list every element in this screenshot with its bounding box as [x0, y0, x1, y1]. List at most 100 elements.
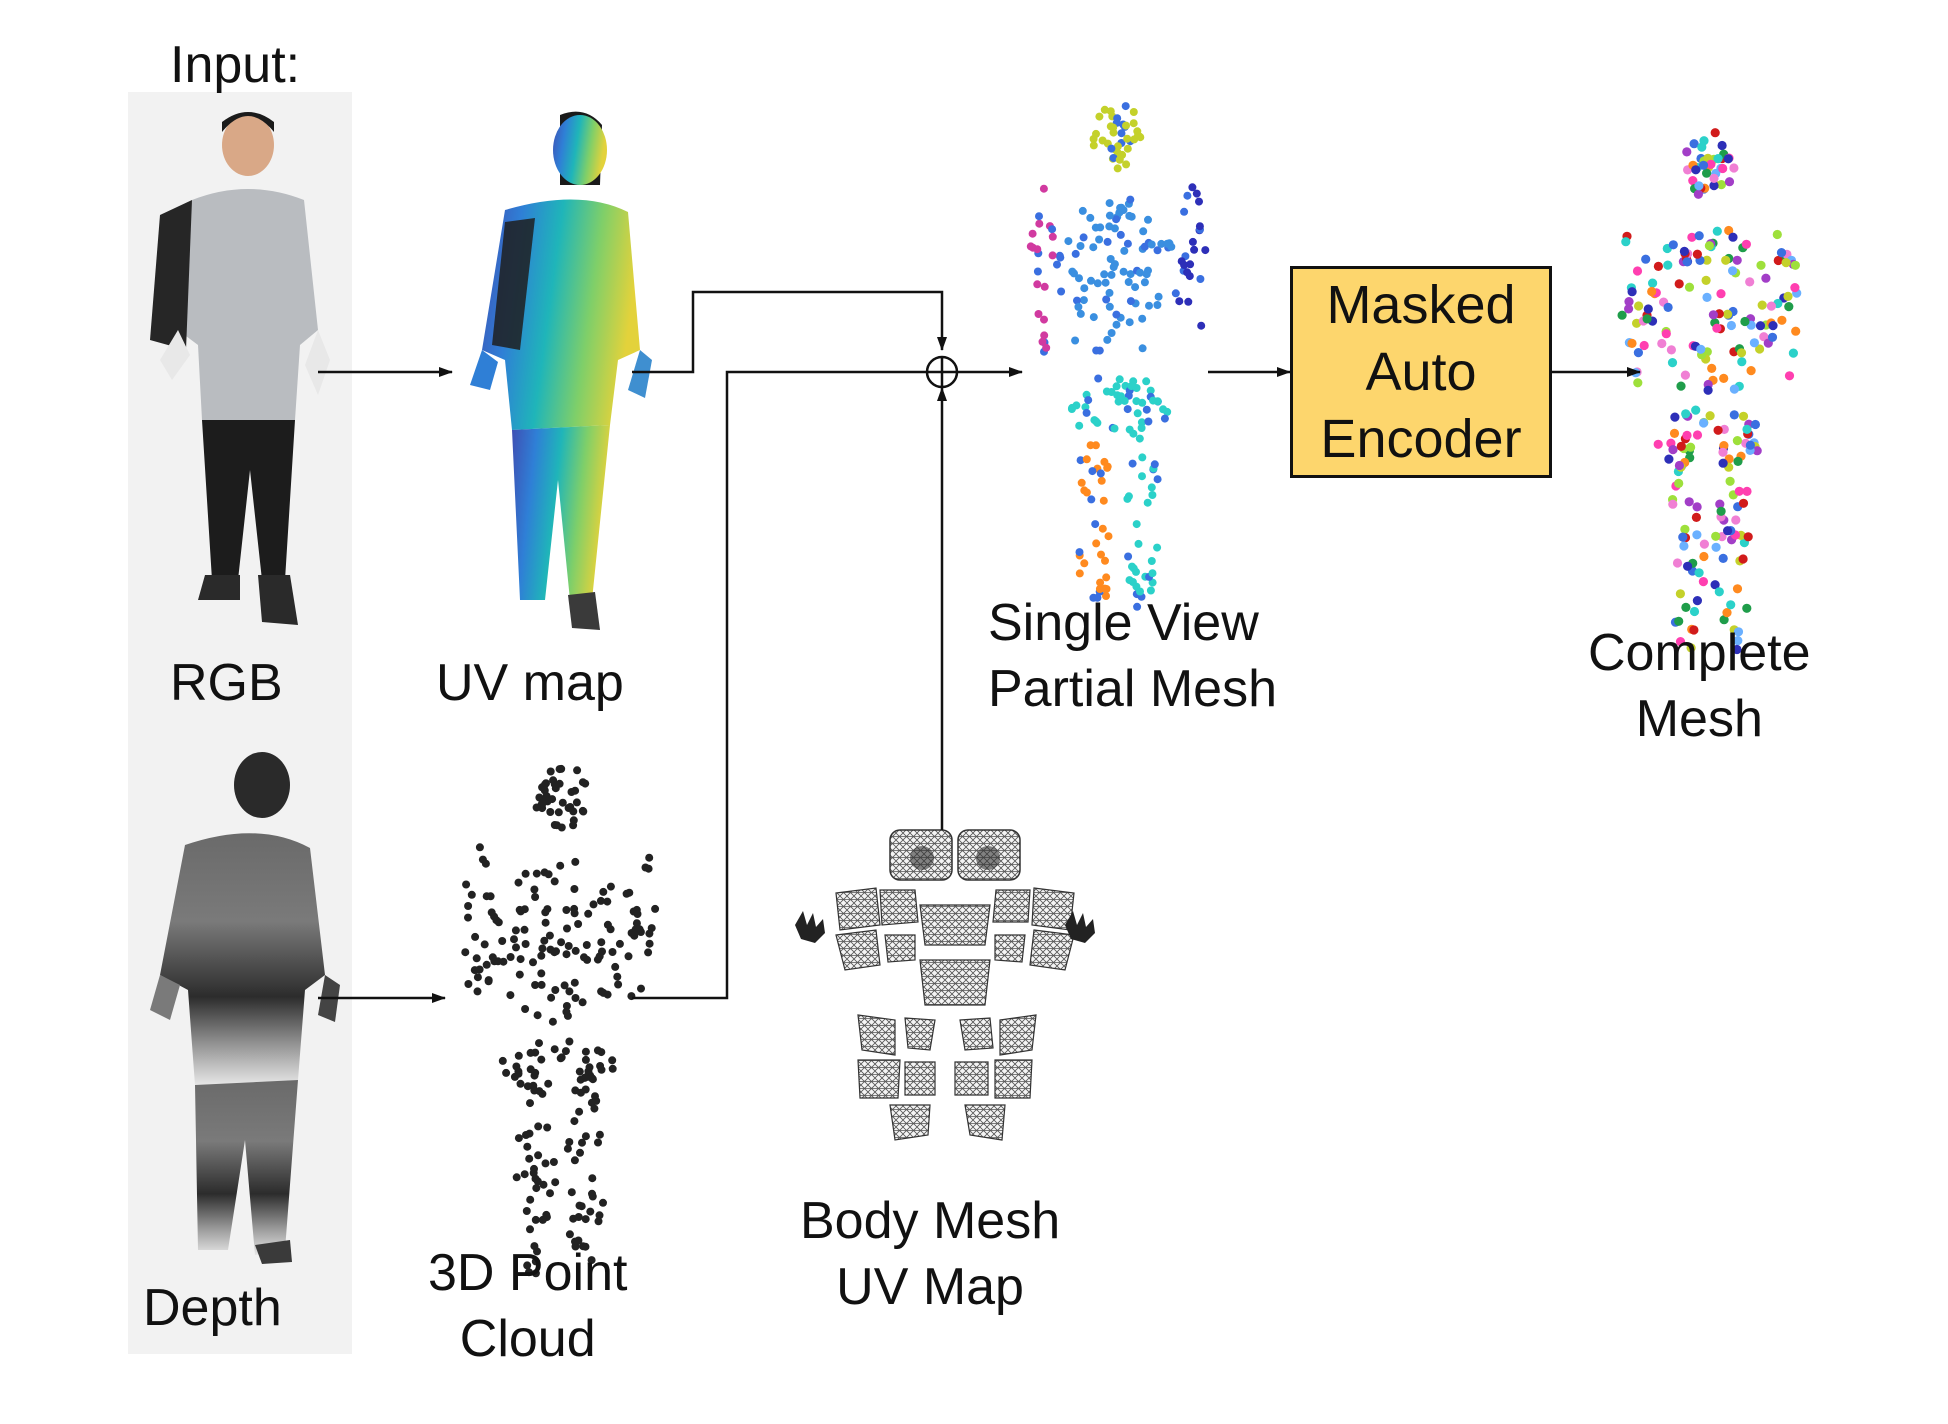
point-dot — [475, 843, 484, 852]
point-dot — [1188, 183, 1197, 192]
point-dot — [1755, 321, 1766, 331]
point-dot — [569, 816, 578, 825]
point-dot — [1729, 410, 1739, 420]
complete-mesh-label-line-2: Mesh — [1635, 690, 1763, 748]
point-dot — [597, 938, 606, 947]
point-dot — [608, 948, 617, 956]
point-dot — [1742, 603, 1752, 613]
point-dot — [575, 1067, 584, 1076]
point-dot — [1126, 195, 1135, 204]
point-dot — [1095, 235, 1104, 244]
point-dot — [521, 1005, 530, 1013]
point-dot — [549, 1158, 558, 1166]
connectors — [318, 290, 1641, 1003]
point-dot — [462, 880, 471, 889]
point-dot — [570, 1117, 579, 1126]
point-dot — [1080, 284, 1089, 293]
point-dot — [570, 978, 579, 987]
point-dot — [514, 1051, 523, 1060]
point-dot — [583, 955, 592, 964]
point-dot — [540, 936, 549, 945]
point-dot — [545, 931, 554, 940]
point-dot — [1106, 122, 1115, 131]
point-dot — [1082, 455, 1091, 464]
point-dot — [475, 965, 484, 974]
point-dot — [632, 919, 641, 928]
complete-mesh-label: Complete Mesh — [1588, 620, 1811, 752]
point-dot — [1724, 225, 1734, 236]
point-dot — [1679, 541, 1689, 551]
point-dot — [1096, 578, 1105, 587]
point-dot — [608, 1064, 617, 1073]
point-dot — [1788, 348, 1798, 358]
point-dot — [1068, 403, 1077, 412]
point-dot — [512, 1173, 521, 1182]
point-dot — [578, 778, 587, 787]
point-dot — [1728, 266, 1738, 276]
point-dot — [1627, 338, 1637, 348]
point-dot — [546, 767, 555, 776]
point-dot — [1120, 246, 1129, 255]
point-dot — [526, 1048, 535, 1057]
point-dot — [1627, 287, 1637, 297]
point-dot — [521, 869, 530, 878]
point-cloud-label-line-1: 3D Point — [428, 1244, 628, 1302]
point-dot — [1186, 260, 1195, 269]
point-dot — [579, 807, 588, 816]
point-dot — [1086, 213, 1095, 222]
point-dot — [1087, 276, 1095, 285]
point-dot — [1147, 483, 1156, 492]
point-dot — [1718, 163, 1728, 174]
point-dot — [565, 987, 574, 996]
point-dot — [1743, 532, 1753, 542]
point-dot — [1719, 615, 1729, 625]
point-dot — [1694, 231, 1704, 241]
point-dot — [1732, 644, 1742, 655]
point-dot — [1624, 304, 1634, 314]
point-dot — [473, 987, 482, 996]
point-dot — [571, 994, 580, 1002]
point-dot — [1674, 279, 1684, 289]
point-dot — [1621, 237, 1631, 247]
point-dot — [1150, 460, 1159, 469]
point-dot — [1138, 344, 1147, 353]
point-dot — [1057, 287, 1066, 296]
point-dot — [506, 953, 515, 961]
point-dot — [1135, 434, 1144, 443]
point-dot — [1157, 239, 1166, 248]
point-dot — [531, 1174, 540, 1183]
point-dot — [613, 972, 622, 981]
point-dot — [1105, 199, 1114, 208]
point-dot — [1092, 417, 1101, 426]
point-dot — [541, 1159, 550, 1168]
point-dot — [551, 1178, 560, 1187]
point-dot — [558, 798, 567, 807]
point-dot — [1723, 309, 1733, 319]
point-dot — [1740, 316, 1750, 327]
point-dot — [1112, 215, 1121, 224]
point-dot — [1136, 587, 1144, 596]
body-mesh-uv-icon — [795, 829, 1095, 1141]
point-dot — [473, 973, 482, 982]
point-dot — [530, 1071, 539, 1080]
point-dot — [1123, 405, 1132, 414]
point-dot — [1035, 212, 1043, 221]
point-dot — [1115, 155, 1124, 164]
point-dot — [1691, 512, 1701, 523]
point-dot — [1064, 237, 1073, 246]
point-dot — [1718, 553, 1728, 564]
point-dot — [546, 808, 555, 816]
point-dot — [1617, 310, 1627, 320]
point-dot — [1688, 176, 1698, 186]
point-dot — [1119, 267, 1128, 276]
body-mesh-label-line-2: UV Map — [836, 1258, 1024, 1316]
point-dot — [560, 981, 569, 990]
point-dot — [537, 969, 546, 978]
point-dot — [1175, 297, 1184, 306]
point-dot — [571, 857, 580, 866]
point-dot — [1738, 411, 1749, 421]
point-dot — [1699, 136, 1709, 146]
point-dot — [537, 980, 546, 989]
point-dot — [1079, 233, 1088, 242]
